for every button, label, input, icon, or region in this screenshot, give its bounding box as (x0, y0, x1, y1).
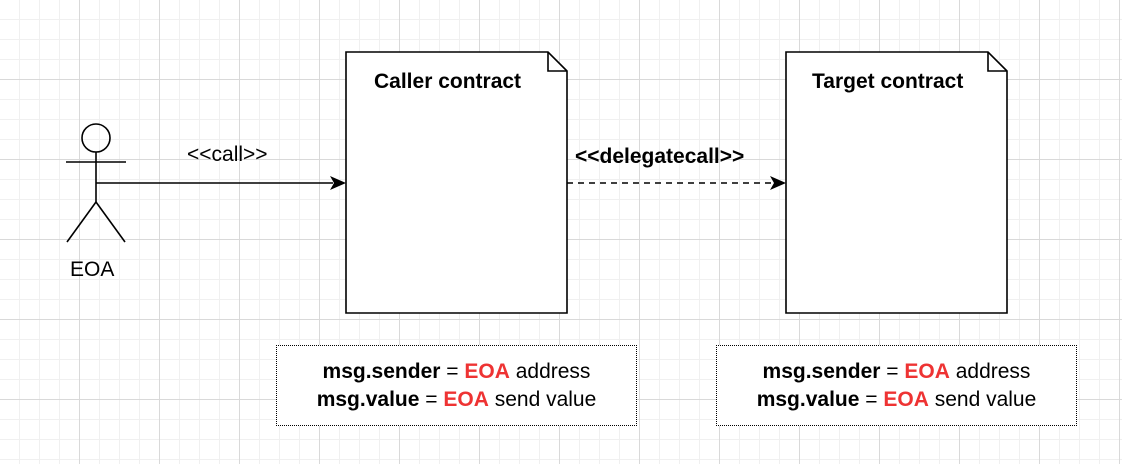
call-arrowhead (330, 176, 346, 190)
caller-fold-corner (547, 52, 567, 72)
delegatecall-edge[interactable] (567, 176, 786, 190)
equals-sign: = (419, 387, 444, 411)
caller-contract-shape[interactable] (345, 51, 568, 314)
call-edge[interactable] (96, 176, 346, 190)
delegatecall-arrowhead (770, 176, 786, 190)
actor-left-leg (66, 201, 97, 243)
target-contract-title: Target contract (812, 70, 964, 93)
actor-head (81, 123, 111, 153)
msg-value-value-text: send value (488, 387, 597, 411)
msg-value-key: msg.value (316, 387, 420, 411)
caller-msg-value-line: msg.value = EOA send value (317, 386, 597, 414)
target-fold-corner (987, 52, 1007, 72)
msg-sender-key: msg.sender (762, 359, 881, 383)
target-contract-shape[interactable] (785, 51, 1008, 314)
caller-msg-sender-line: msg.sender = EOA address (323, 358, 591, 386)
eoa-highlight: EOA (443, 387, 489, 411)
actor-figure[interactable] (66, 123, 126, 243)
msg-value-key: msg.value (756, 387, 860, 411)
equals-sign: = (880, 359, 905, 383)
msg-value-value-text: send value (928, 387, 1037, 411)
eoa-highlight: EOA (464, 359, 510, 383)
msg-sender-value-text: address (949, 359, 1031, 383)
actor-label: EOA (70, 258, 115, 281)
caller-context-box[interactable]: msg.sender = EOA address msg.value = EOA… (276, 345, 637, 426)
actor-right-leg (95, 201, 126, 243)
equals-sign: = (859, 387, 884, 411)
caller-contract-title: Caller contract (374, 70, 522, 93)
msg-sender-value-text: address (509, 359, 591, 383)
eoa-highlight: EOA (883, 387, 929, 411)
target-context-box[interactable]: msg.sender = EOA address msg.value = EOA… (716, 345, 1077, 426)
target-msg-sender-line: msg.sender = EOA address (763, 358, 1031, 386)
delegatecall-edge-label: <<delegatecall>> (575, 145, 745, 168)
msg-sender-key: msg.sender (322, 359, 441, 383)
eoa-highlight: EOA (904, 359, 950, 383)
call-edge-label: <<call>> (187, 143, 268, 166)
target-msg-value-line: msg.value = EOA send value (757, 386, 1037, 414)
equals-sign: = (440, 359, 465, 383)
